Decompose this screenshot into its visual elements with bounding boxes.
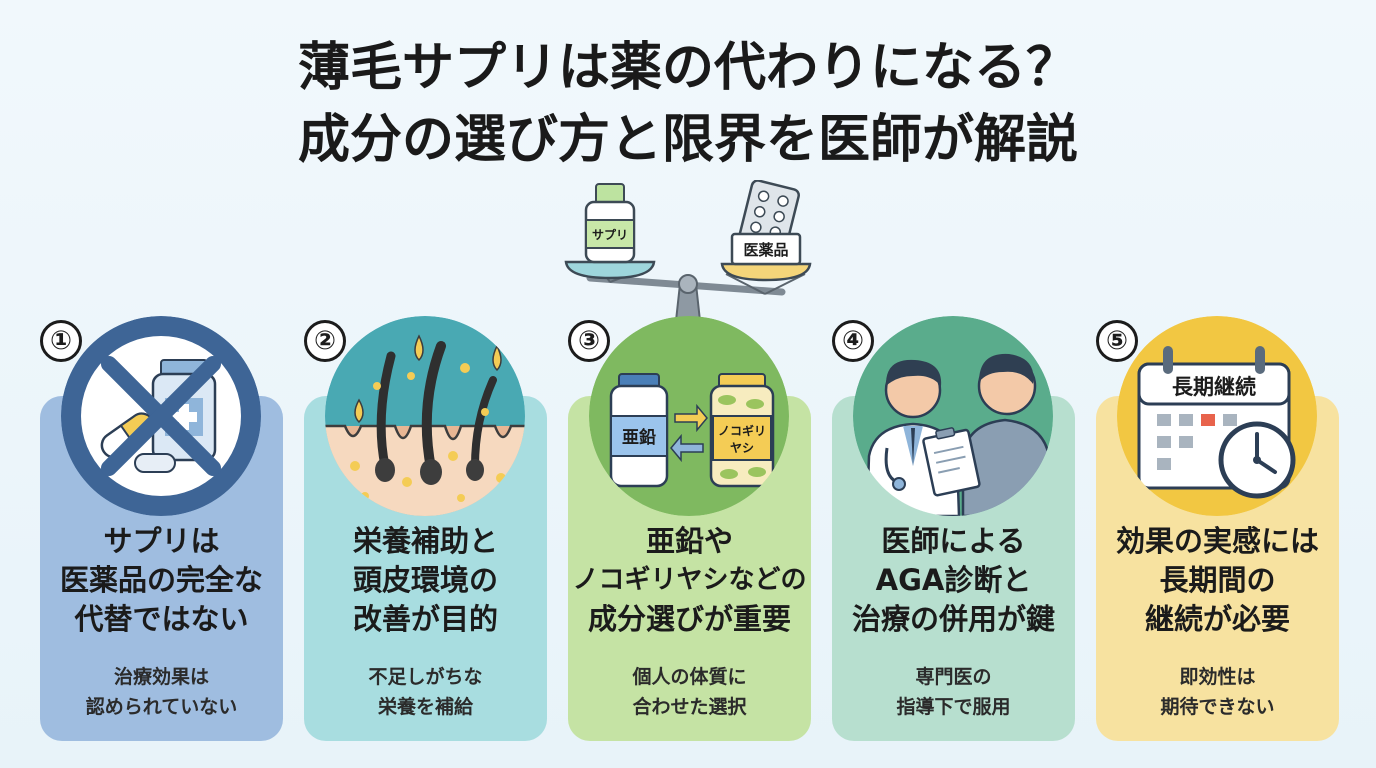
no-supplement-icon: [61, 316, 261, 516]
balance-scale-icon: サプリ 医薬品: [564, 180, 812, 331]
card-3-heading: 亜鉛や ノコギリヤシなどの 成分選びが重要: [572, 524, 807, 636]
card-1-heading: サプリは 医薬品の完全な 代替ではない: [59, 524, 263, 636]
doctor-patient-icon: [853, 316, 1053, 516]
card-4-heading: 医師による AGA診断と 治療の併用が鍵: [851, 524, 1055, 636]
scale-left-label: サプリ: [592, 227, 628, 242]
card-2-subtext: 不足しがちな 栄養を補給: [368, 666, 483, 718]
page-title-line1: 薄毛サプリは薬の代わりになる？: [297, 38, 1078, 98]
hair-follicle-icon: [325, 316, 525, 516]
zinc-saw-palmetto-icon: 亜鉛 ノコギリ ヤシ: [589, 316, 789, 516]
saw-palmetto-label-1: ノコギリ: [718, 423, 766, 438]
card-4-subtext: 専門医の 指導下で服用: [896, 666, 1011, 718]
card-4-number: ④: [832, 320, 874, 362]
card-3-number: ③: [568, 320, 610, 362]
card-1-subtext: 治療効果は 認められていない: [85, 666, 238, 718]
card-1-number: ①: [40, 320, 82, 362]
card-2-number: ②: [304, 320, 346, 362]
saw-palmetto-label-2: ヤシ: [730, 441, 754, 455]
card-5-subtext: 即効性は 期待できない: [1160, 666, 1275, 718]
zinc-label: 亜鉛: [622, 427, 656, 448]
page-title-line2: 成分の選び方と限界を医師が解説: [297, 110, 1078, 170]
card-5-number: ⑤: [1096, 320, 1138, 362]
scale-right-label: 医薬品: [743, 241, 788, 259]
card-5-heading: 効果の実感には 長期間の 継続が必要: [1115, 524, 1319, 636]
calendar-clock-icon: 長期継続: [1117, 316, 1317, 516]
card-2-heading: 栄養補助と 頭皮環境の 改善が目的: [352, 524, 498, 636]
card-3-subtext: 個人の体質に 合わせた選択: [632, 666, 747, 718]
calendar-label: 長期継続: [1172, 375, 1256, 399]
